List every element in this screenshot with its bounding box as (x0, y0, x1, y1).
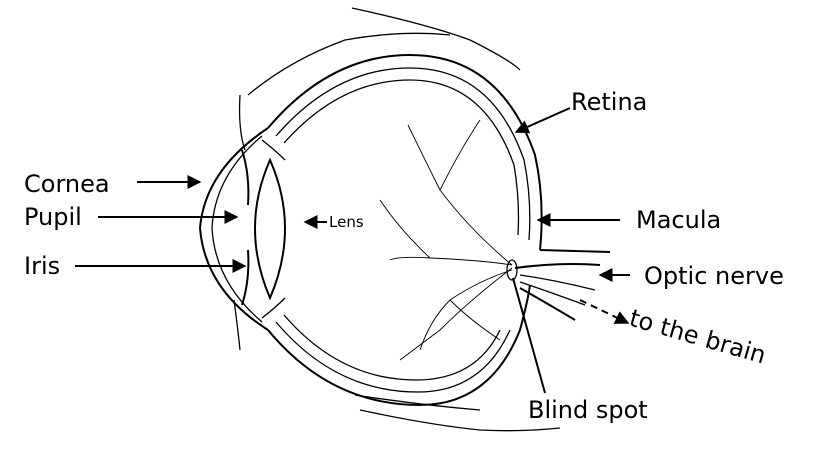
lens-shape (255, 160, 285, 298)
label-to-the-brain: to the brain (626, 304, 769, 370)
optic-nerve-shape (507, 260, 600, 320)
label-optic-nerve: Optic nerve (644, 262, 784, 290)
label-pupil: Pupil (24, 203, 82, 231)
ciliary-bottom (262, 298, 285, 318)
arrow-to-brain (580, 300, 628, 323)
cornea-shape (200, 128, 268, 330)
arrow-retina (516, 108, 570, 132)
label-macula: Macula (636, 206, 721, 234)
iris-lower (242, 250, 248, 305)
label-iris: Iris (24, 252, 60, 280)
iris-upper (242, 150, 248, 205)
label-cornea: Cornea (24, 170, 110, 198)
label-blind-spot: Blind spot (528, 396, 648, 424)
retinal-vessels (380, 120, 512, 360)
ciliary-top (262, 140, 285, 160)
label-lens: Lens (329, 213, 364, 231)
eyelid-tissue (234, 8, 560, 431)
label-retina: Retina (571, 88, 647, 116)
sclera (268, 55, 610, 405)
